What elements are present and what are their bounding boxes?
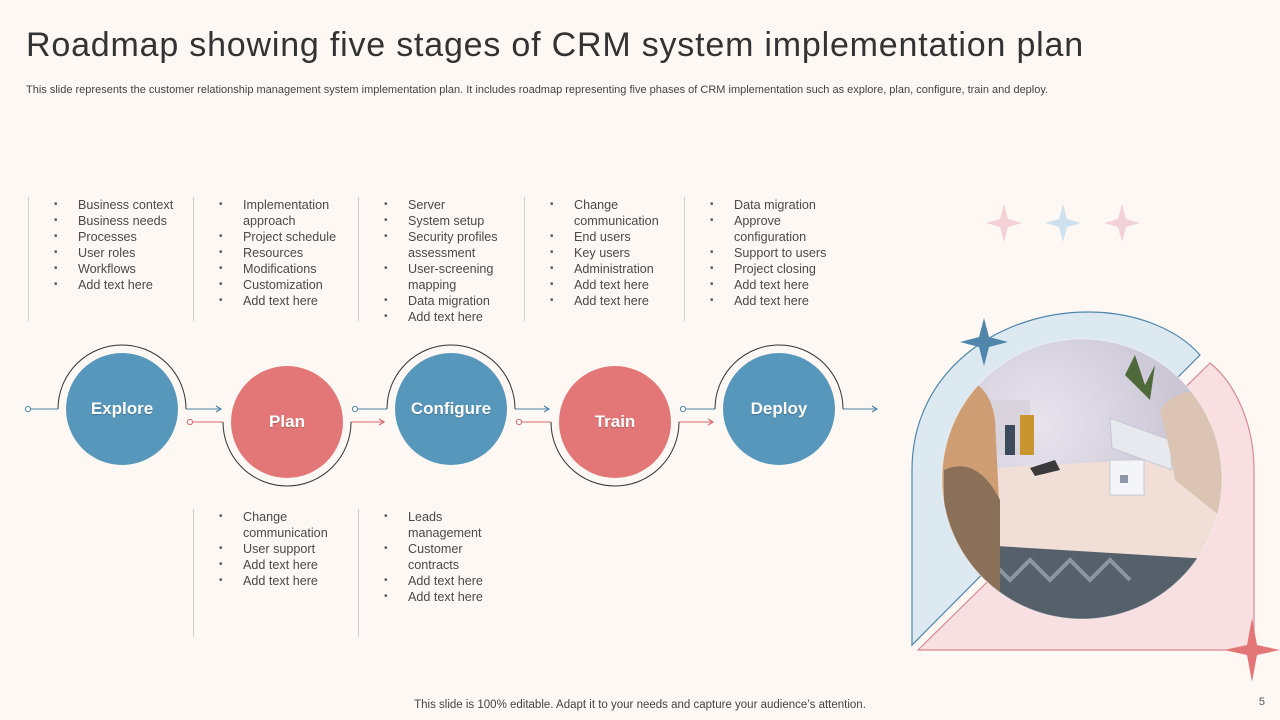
list-item: Processes xyxy=(54,229,177,245)
list-item: Add text here xyxy=(384,573,507,589)
list-item: Add text here xyxy=(710,277,833,293)
sparkle-icon xyxy=(1224,618,1280,682)
list-item: Administration xyxy=(550,261,673,277)
list-item: Add text here xyxy=(550,293,673,309)
stage-label-deploy: Deploy xyxy=(750,399,808,418)
stage-ring-plan xyxy=(222,421,352,487)
sparkle-icon xyxy=(960,318,1008,366)
stage-top-list-configure: ServerSystem setupSecurity profiles asse… xyxy=(358,197,507,325)
list-item: System setup xyxy=(384,213,507,229)
stage-label-plan: Plan xyxy=(269,412,305,431)
list-item: Business context xyxy=(54,197,177,213)
stage-circle-plan xyxy=(231,366,343,478)
list-item: Workflows xyxy=(54,261,177,277)
list-item: Modifications xyxy=(219,261,342,277)
stage-circle-deploy xyxy=(723,353,835,465)
stage-ring-configure xyxy=(386,344,516,410)
connector-lines xyxy=(24,405,879,426)
list-item: Add text here xyxy=(550,277,673,293)
list-item: Resources xyxy=(219,245,342,261)
list-item: Change communication xyxy=(550,197,673,229)
connector-dot xyxy=(515,418,523,426)
sparkle-icon-group xyxy=(986,204,1140,242)
list-item: Business needs xyxy=(54,213,177,229)
sparkle-icon xyxy=(1045,204,1081,242)
stage-label-configure: Configure xyxy=(410,399,492,418)
stage-circle-explore xyxy=(66,353,178,465)
list-item: Add text here xyxy=(384,309,507,325)
list-item: Add text here xyxy=(384,589,507,605)
connector-dot xyxy=(679,405,687,413)
stage-circle-configure xyxy=(395,353,507,465)
list-item: Approve configuration xyxy=(710,213,833,245)
stage-bottom-list-plan: Change communicationUser supportAdd text… xyxy=(193,509,342,637)
list-item: Add text here xyxy=(219,293,342,309)
list-item: Add text here xyxy=(219,557,342,573)
stage-bottom-list-configure: Leads managementCustomer contractsAdd te… xyxy=(358,509,507,637)
stage-ring-deploy xyxy=(714,344,844,410)
connector-dot xyxy=(351,405,359,413)
footer-note: This slide is 100% editable. Adapt it to… xyxy=(414,699,866,711)
page-title: Roadmap showing five stages of CRM syste… xyxy=(26,26,1084,64)
list-item: Implementation approach xyxy=(219,197,342,229)
stage-top-list-deploy: Data migrationApprove configurationSuppo… xyxy=(684,197,833,321)
stage-label-explore: Explore xyxy=(90,399,154,418)
list-item: Add text here xyxy=(54,277,177,293)
list-item: User support xyxy=(219,541,342,557)
list-item: User roles xyxy=(54,245,177,261)
list-item: Leads management xyxy=(384,509,507,541)
page-number: 5 xyxy=(1258,696,1265,708)
sparkle-icon xyxy=(986,204,1022,242)
list-item: Project closing xyxy=(710,261,833,277)
list-item: Customization xyxy=(219,277,342,293)
stage-circle-train xyxy=(559,366,671,478)
arrow-icon xyxy=(707,418,715,426)
list-item: Data migration xyxy=(710,197,833,213)
page-subtitle: This slide represents the customer relat… xyxy=(26,84,1049,96)
arrow-icon xyxy=(871,405,879,413)
stage-label-train: Train xyxy=(594,412,636,431)
list-item: Server xyxy=(384,197,507,213)
stage-ring-explore xyxy=(57,344,187,410)
stage-circles xyxy=(57,344,844,487)
list-item: Security profiles assessment xyxy=(384,229,507,261)
list-item: Key users xyxy=(550,245,673,261)
stage-top-list-train: Change communicationEnd usersKey usersAd… xyxy=(524,197,673,321)
list-item: Change communication xyxy=(219,509,342,541)
connector-dot xyxy=(186,418,194,426)
sparkle-icon xyxy=(1104,204,1140,242)
arrow-icon xyxy=(215,405,223,413)
stage-ring-train xyxy=(550,421,680,487)
connector-dot xyxy=(24,405,32,413)
list-item: Add text here xyxy=(219,573,342,589)
list-item: Data migration xyxy=(384,293,507,309)
list-item: User-screening mapping xyxy=(384,261,507,293)
list-item: Project schedule xyxy=(219,229,342,245)
arrow-icon xyxy=(378,418,386,426)
list-item: End users xyxy=(550,229,673,245)
list-item: Customer contracts xyxy=(384,541,507,573)
stage-top-list-plan: Implementation approachProject scheduleR… xyxy=(193,197,342,321)
list-item: Support to users xyxy=(710,245,833,261)
stage-top-list-explore: Business contextBusiness needsProcessesU… xyxy=(28,197,177,321)
arrow-icon xyxy=(543,405,551,413)
list-item: Add text here xyxy=(710,293,833,309)
